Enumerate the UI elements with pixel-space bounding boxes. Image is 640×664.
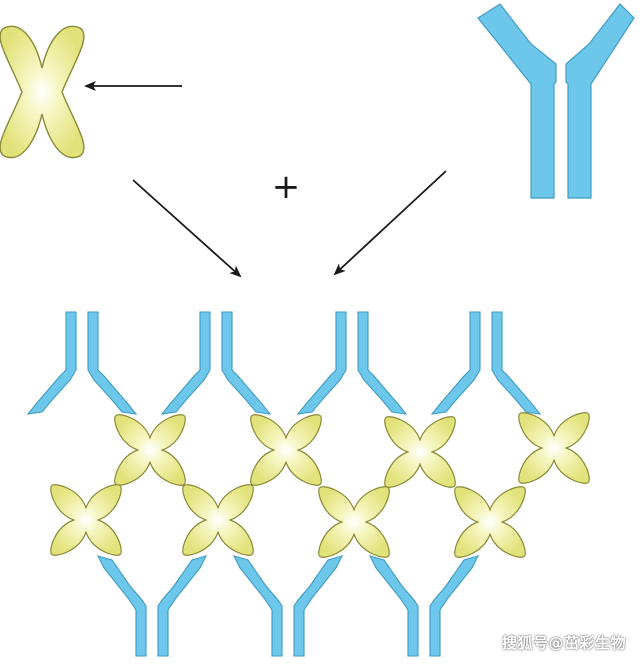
antibody-top-2 [160,311,272,415]
lattice-antibodies-bottom [96,555,480,657]
antigen-lattice-8 [454,486,526,558]
lattice-antigens [50,412,590,558]
antigen-icon [0,25,85,159]
antibody-bottom-3 [368,555,480,657]
arrow-right-down [333,170,447,276]
antigen-lattice-5 [50,484,122,556]
antigen-lattice-7 [318,486,390,558]
antibody-top-1 [26,311,138,415]
antibody-bottom-2 [232,555,344,657]
antigen-free [0,25,85,159]
antigen-lattice-2 [250,414,322,486]
antigen-lattice-1 [114,414,186,486]
watermark-text: 搜狐号@茁彩生物 [502,634,627,652]
plus-sign: + [272,167,301,207]
arrow-left-down [132,179,242,278]
antigen-lattice-4 [518,412,590,484]
lattice-antibodies-top [26,311,542,415]
antibody-top-4 [430,311,542,415]
antibody-top-3 [296,311,408,415]
antigen-lattice-6 [182,484,254,556]
antibody-bottom-1 [96,555,208,657]
antibody-icon [477,3,635,199]
antibody-free [477,3,635,199]
antigen-lattice-3 [384,416,456,488]
